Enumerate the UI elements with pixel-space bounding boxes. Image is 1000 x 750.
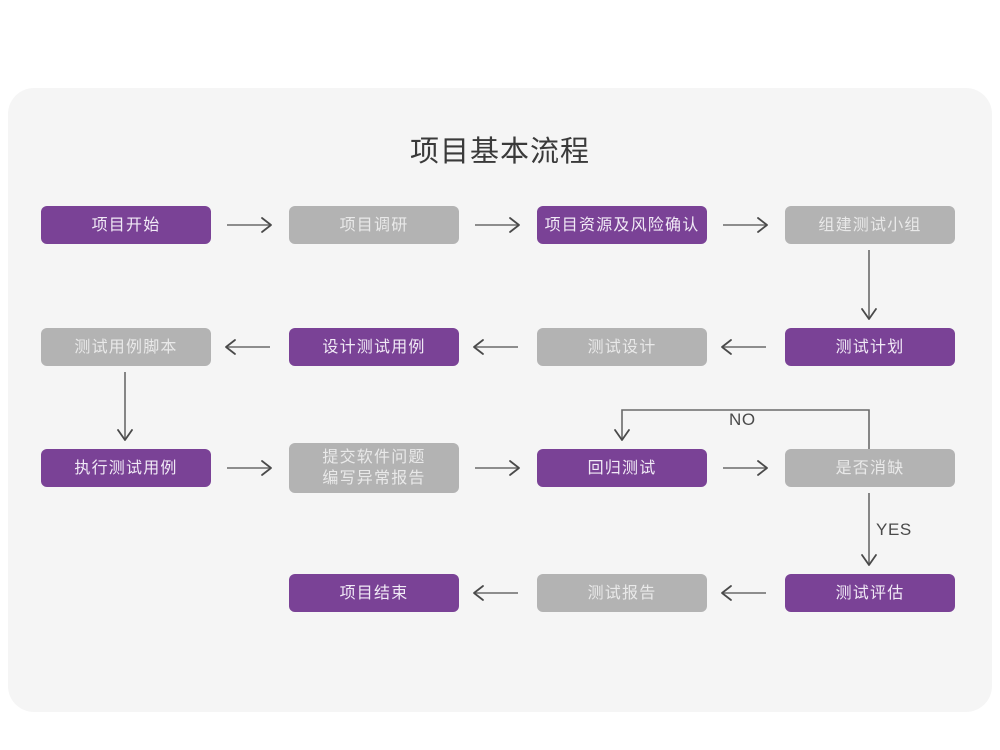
node-form-test-team[interactable]: 组建测试小组 [785,206,955,244]
node-test-evaluation[interactable]: 测试评估 [785,574,955,612]
node-resource-risk-confirm[interactable]: 项目资源及风险确认 [537,206,707,244]
node-test-design[interactable]: 测试设计 [537,328,707,366]
node-submit-defect-report[interactable]: 提交软件问题 编写异常报告 [289,443,459,493]
node-regression-test[interactable]: 回归测试 [537,449,707,487]
edge-label-no: NO [729,410,756,429]
node-project-research[interactable]: 项目调研 [289,206,459,244]
flowchart-card [8,88,992,712]
node-test-report[interactable]: 测试报告 [537,574,707,612]
edge-label-yes: YES [876,520,912,539]
node-test-case-script[interactable]: 测试用例脚本 [41,328,211,366]
node-defect-resolved-decision[interactable]: 是否消缺 [785,449,955,487]
node-execute-test-case[interactable]: 执行测试用例 [41,449,211,487]
node-test-plan[interactable]: 测试计划 [785,328,955,366]
node-design-test-case[interactable]: 设计测试用例 [289,328,459,366]
page-title: 项目基本流程 [409,136,590,168]
node-project-end[interactable]: 项目结束 [289,574,459,612]
node-project-start[interactable]: 项目开始 [41,206,211,244]
